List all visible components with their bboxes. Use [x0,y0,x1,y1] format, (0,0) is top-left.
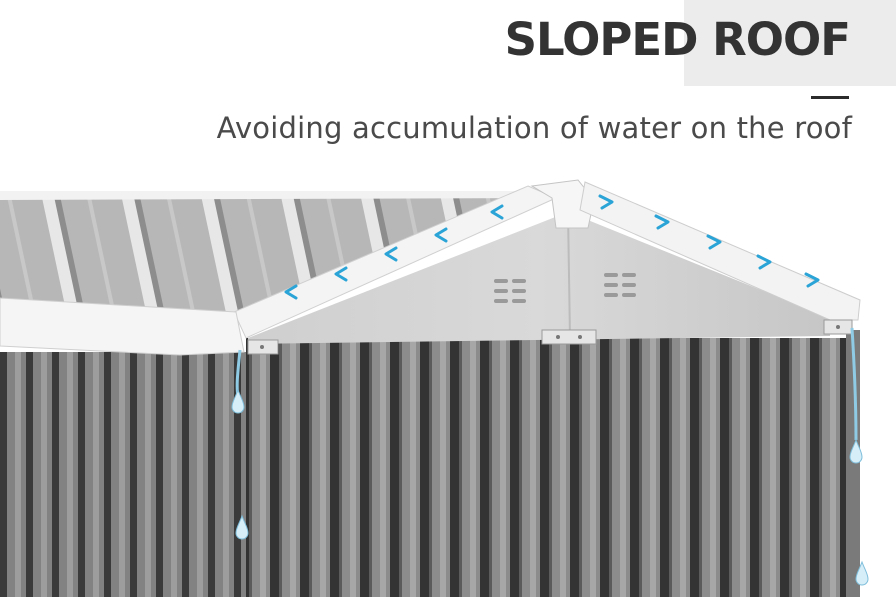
water-drop-icon [231,327,869,586]
vent-right [604,273,636,297]
page-title: SLOPED ROOF [504,13,851,66]
shed-side-wall [0,352,250,597]
bracket [541,329,597,345]
arrow-icon [598,194,820,288]
gable-face [248,212,830,344]
roof-panel [0,196,520,315]
vent-left [494,279,526,303]
title-background [684,0,896,86]
shed-front-wall [246,338,856,597]
ridge-cap [530,179,595,229]
subtitle: Avoiding accumulation of water on the ro… [216,111,852,145]
divider [811,96,849,99]
arrow-icon [284,204,504,300]
